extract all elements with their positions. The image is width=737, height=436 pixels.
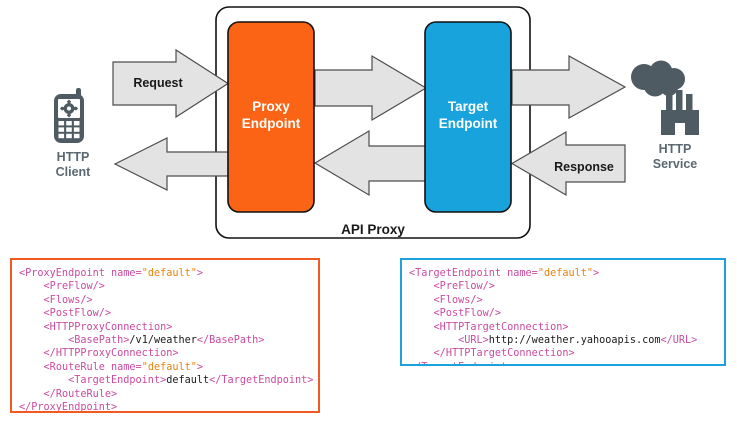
proxy-endpoint-code: <ProxyEndpoint name="default"> <PreFlow/… [19, 268, 314, 413]
target-endpoint-code: <TargetEndpoint name="default"> <PreFlow… [409, 268, 698, 364]
target-to-proxy-arrow-shape [313, 129, 427, 197]
api-proxy-container-label: API Proxy [341, 222, 405, 237]
proxy-endpoint-code-panel: <ProxyEndpoint name="default"> <PreFlow/… [10, 258, 320, 413]
target-endpoint-label: Target Endpoint [438, 99, 498, 131]
request-arrow-shape [112, 48, 230, 119]
target-to-service-arrow-shape [511, 54, 627, 120]
proxy-to-client-arrow-shape [113, 137, 229, 191]
mobile-phone-gear-icon [54, 88, 84, 143]
target-endpoint-box [424, 21, 512, 213]
http-client-caption: HTTP Client [55, 150, 91, 179]
request-arrow-label: Request [133, 76, 183, 90]
target-endpoint-code-panel: <TargetEndpoint name="default"> <PreFlow… [400, 258, 726, 366]
proxy-endpoint-box [227, 21, 315, 213]
http-service-caption: HTTP Service [652, 142, 698, 171]
proxy-to-target-arrow-shape [314, 54, 428, 122]
proxy-endpoint-label: Proxy Endpoint [241, 99, 301, 131]
response-arrow-label: Response [554, 160, 614, 174]
factory-cloud-icon [631, 60, 699, 135]
service-response-arrow-shape [510, 130, 626, 197]
